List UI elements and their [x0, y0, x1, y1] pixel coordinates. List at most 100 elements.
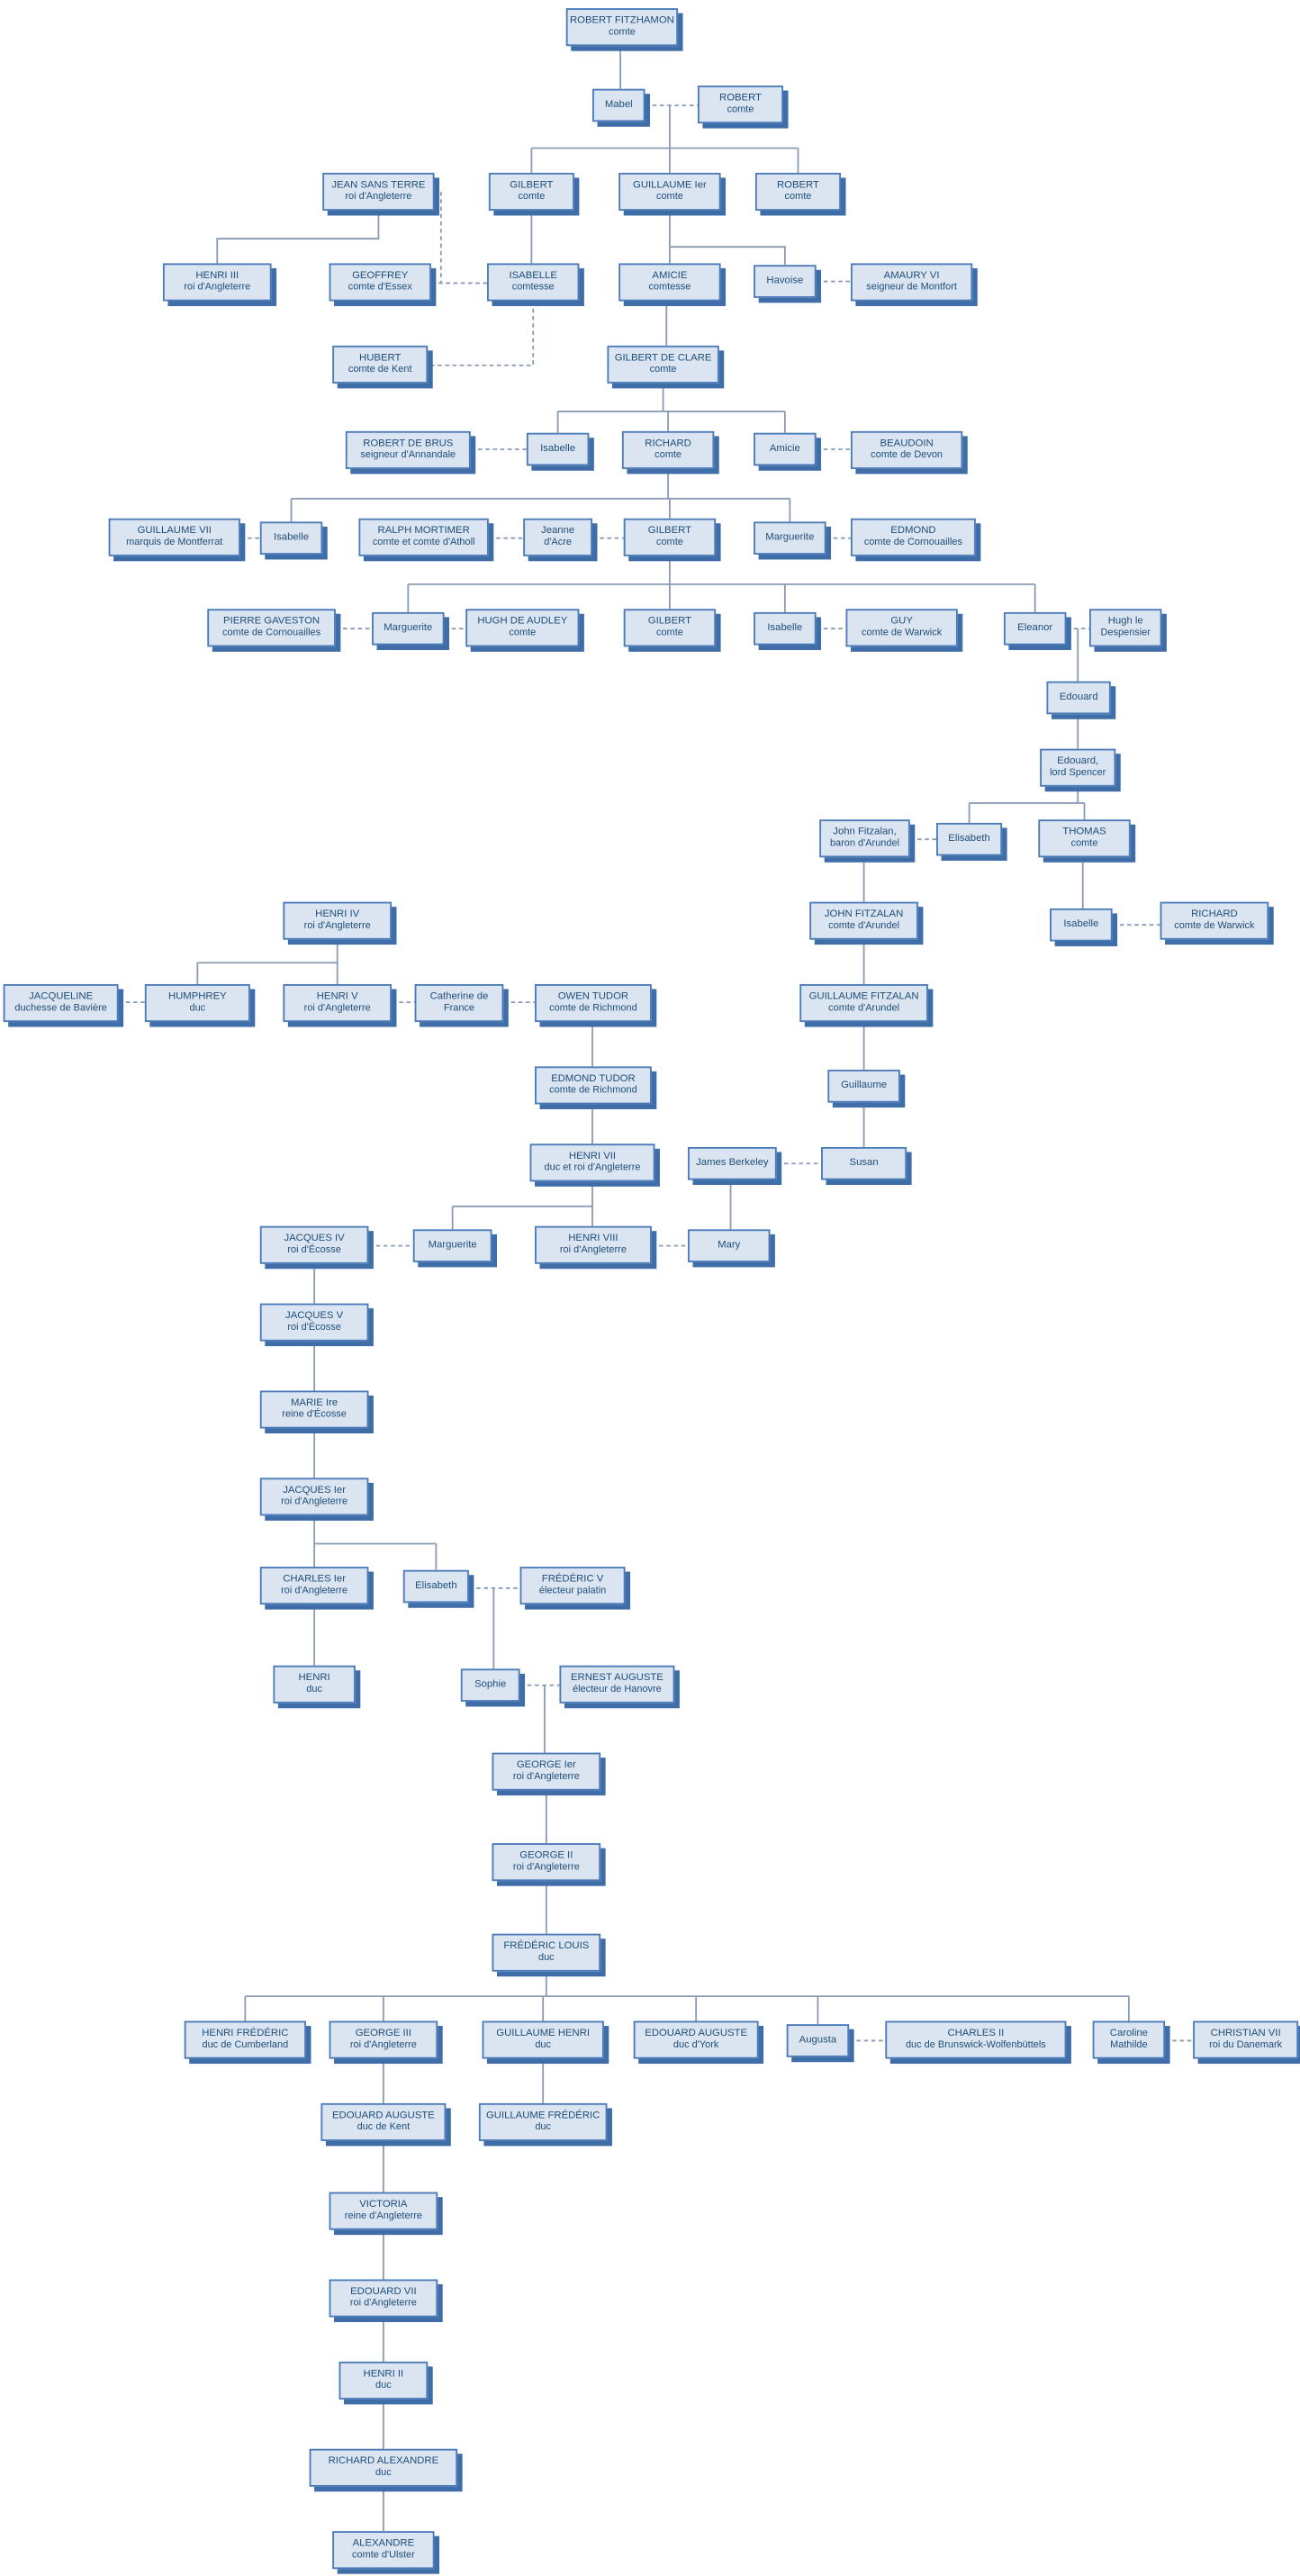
person-name: HENRI V	[316, 990, 358, 1003]
person-title: comte d'Arundel	[828, 1003, 900, 1014]
person-title: duc	[535, 2122, 552, 2133]
person-title: seigneur d'Annandale	[360, 450, 456, 461]
person-name: Mary	[718, 1239, 741, 1252]
descent-link	[669, 246, 786, 266]
person-name: Isabelle	[767, 622, 803, 635]
person-name: Marguerite	[765, 532, 815, 544]
person-name: Caroline	[1109, 2028, 1148, 2040]
person-name: HUBERT	[359, 352, 402, 365]
person-name: Catherine de	[429, 990, 489, 1003]
person-title: comte d'Essex	[348, 282, 412, 293]
person-name: GEORGE III	[355, 2028, 411, 2040]
person-name: CHRISTIAN VII	[1210, 2028, 1281, 2040]
person-name: ROBERT	[719, 92, 762, 104]
person-name: Marguerite	[384, 622, 433, 635]
person-title: comte	[655, 450, 682, 461]
person-title: Mathilde	[1110, 2039, 1148, 2050]
person-node-marguerite-cornouailles: Marguerite	[754, 521, 826, 555]
person-name: HENRI II	[363, 2368, 404, 2381]
person-title: comte	[608, 27, 636, 38]
person-title: comte de Kent	[348, 365, 412, 375]
person-node-mabel: Mabel	[592, 88, 645, 122]
person-name: HUGH DE AUDLEY	[477, 616, 568, 628]
person-name: Elisabeth	[415, 1580, 457, 1593]
person-name: EDOUARD AUGUSTE	[331, 2110, 435, 2122]
person-title: comte	[655, 628, 683, 638]
person-name: VICTORIA	[359, 2199, 408, 2211]
person-node-isabelle-warwick: Isabelle	[754, 611, 817, 646]
person-node-john-fitzalan-baron: John Fitzalan,baron d'Arundel	[819, 819, 910, 858]
person-node-augusta: Augusta	[786, 2024, 850, 2057]
person-title: comtesse	[648, 282, 691, 293]
person-title: baron d'Arundel	[829, 838, 900, 849]
person-node-james-berkeley: James Berkeley	[688, 1146, 777, 1180]
person-title: France	[443, 1003, 475, 1014]
person-name: HENRI	[298, 1672, 330, 1685]
person-title: roi d'Angleterre	[281, 1496, 348, 1507]
person-node-elisabeth-fitzalan: Elisabeth	[936, 822, 1003, 856]
person-title: duc de Cumberland	[202, 2039, 289, 2050]
person-name: GILBERT	[647, 616, 692, 628]
person-title: comte	[727, 104, 754, 115]
person-title: roi d'Angleterre	[303, 920, 371, 931]
person-title: roi d'Angleterre	[349, 2298, 417, 2309]
person-name: EDOUARD VII	[350, 2286, 417, 2299]
person-node-isabelle-despensier: Isabelle	[1050, 908, 1113, 942]
person-name: EDMOND TUDOR	[551, 1073, 636, 1086]
person-name: Marguerite	[428, 1239, 477, 1252]
person-name: Havoise	[766, 275, 804, 287]
person-name: CHARLES II	[947, 2028, 1005, 2040]
person-node-isabelle-montferrat: Isabelle	[259, 521, 323, 555]
person-name: GEOFFREY	[352, 270, 409, 283]
person-title: duchesse de Bavière	[14, 1003, 107, 1014]
person-title: reine d'Écosse	[282, 1409, 347, 1420]
person-title: duc	[189, 1003, 206, 1014]
person-title: comtesse	[511, 282, 555, 293]
person-title: comte d'Arundel	[828, 920, 900, 931]
person-name: GEORGE II	[519, 1849, 573, 1862]
person-name: ROBERT	[777, 179, 819, 192]
person-title: comte	[518, 192, 546, 203]
person-title: roi d'Angleterre	[345, 192, 412, 203]
person-name: GEORGE Ier	[516, 1759, 576, 1772]
person-name: Hugh le	[1107, 616, 1143, 628]
person-title: lord Spencer	[1050, 767, 1106, 778]
person-title: roi du Danemark	[1209, 2039, 1283, 2050]
person-name: Augusta	[799, 2034, 837, 2047]
person-name: AMICIE	[652, 270, 688, 283]
person-title: comte de Richmond	[549, 1003, 637, 1014]
person-title: roi d'Angleterre	[512, 1862, 580, 1873]
person-title: comte de Cornouailles	[863, 537, 962, 547]
person-title: roi d'Angleterre	[303, 1003, 371, 1014]
person-name: ERNEST AUGUSTE	[570, 1672, 664, 1685]
